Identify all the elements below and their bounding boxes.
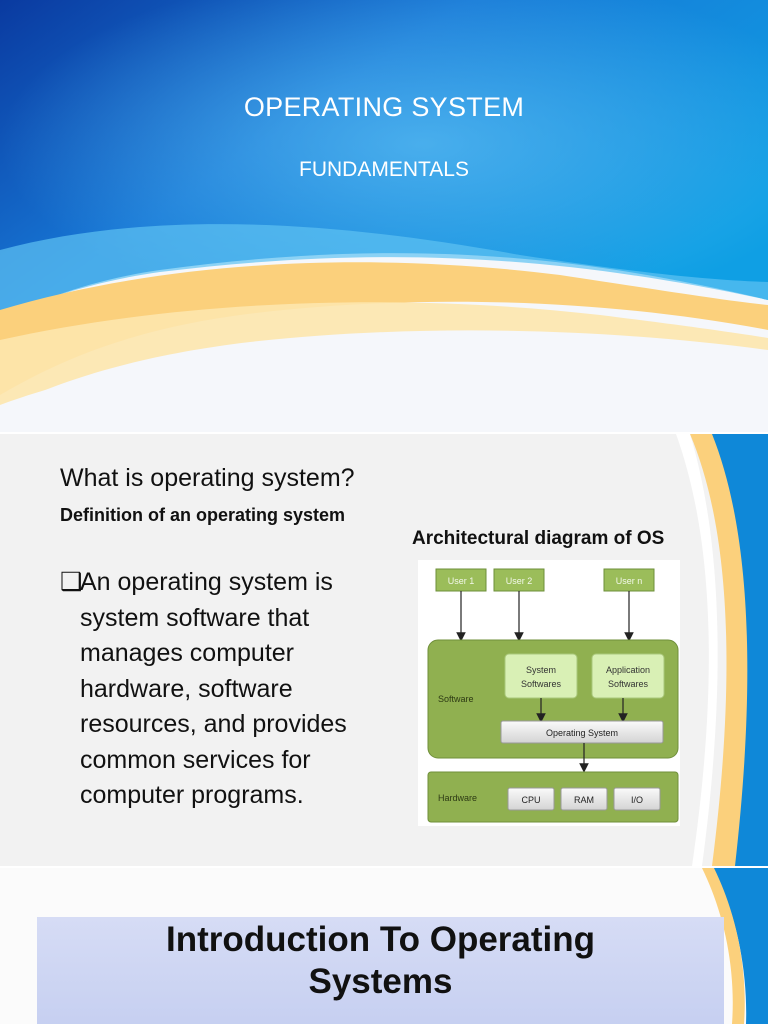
software-label: Software xyxy=(438,694,474,704)
definition-bullet: ❑An operating system is system software … xyxy=(60,565,400,814)
right-swoosh-decoration xyxy=(676,434,768,866)
user-2-label: User 2 xyxy=(506,576,533,586)
user-1-label: User 1 xyxy=(448,576,475,586)
slide-title-line2: Systems xyxy=(308,962,453,1001)
user-n-label: User n xyxy=(616,576,643,586)
system-softwares-box xyxy=(504,653,578,699)
hardware-label: Hardware xyxy=(438,793,477,803)
application-softwares-line1: Application xyxy=(606,665,650,675)
introduction-slide: Introduction To Operating Systems xyxy=(0,868,768,1024)
title-banner xyxy=(37,917,724,1024)
cpu-box xyxy=(507,787,555,811)
slide-title: Introduction To Operating Systems xyxy=(37,919,724,1003)
definition-slide: What is operating system? Definition of … xyxy=(0,434,768,866)
io-label: I/O xyxy=(631,795,643,805)
definition-subheading: Definition of an operating system xyxy=(60,505,346,525)
system-softwares-line2: Softwares xyxy=(521,679,562,689)
ram-box xyxy=(560,787,608,811)
slide-title: OPERATING SYSTEM xyxy=(243,92,525,122)
checkbox-bullet-icon: ❑ xyxy=(60,568,83,596)
diagram-title: Architectural diagram of OS xyxy=(412,528,665,549)
blue-wave-background xyxy=(0,0,768,432)
cpu-label: CPU xyxy=(521,795,540,805)
os-architecture-diagram: User 1 User 2 User n Software System Sof… xyxy=(418,560,680,826)
slide-subtitle: FUNDAMENTALS xyxy=(299,158,469,181)
application-softwares-line2: Softwares xyxy=(608,679,649,689)
section-heading: What is operating system? xyxy=(60,464,355,492)
operating-system-label: Operating System xyxy=(546,728,618,738)
io-box xyxy=(613,787,661,811)
slide-title-line1: Introduction To Operating xyxy=(165,920,596,959)
system-softwares-line1: System xyxy=(526,665,556,675)
operating-system-box xyxy=(500,720,664,744)
definition-text: An operating system is system software t… xyxy=(80,568,347,809)
ram-label: RAM xyxy=(574,795,594,805)
title-slide: OPERATING SYSTEM FUNDAMENTALS xyxy=(0,0,768,432)
right-swoosh-decoration xyxy=(702,868,768,1024)
application-softwares-box xyxy=(591,653,665,699)
